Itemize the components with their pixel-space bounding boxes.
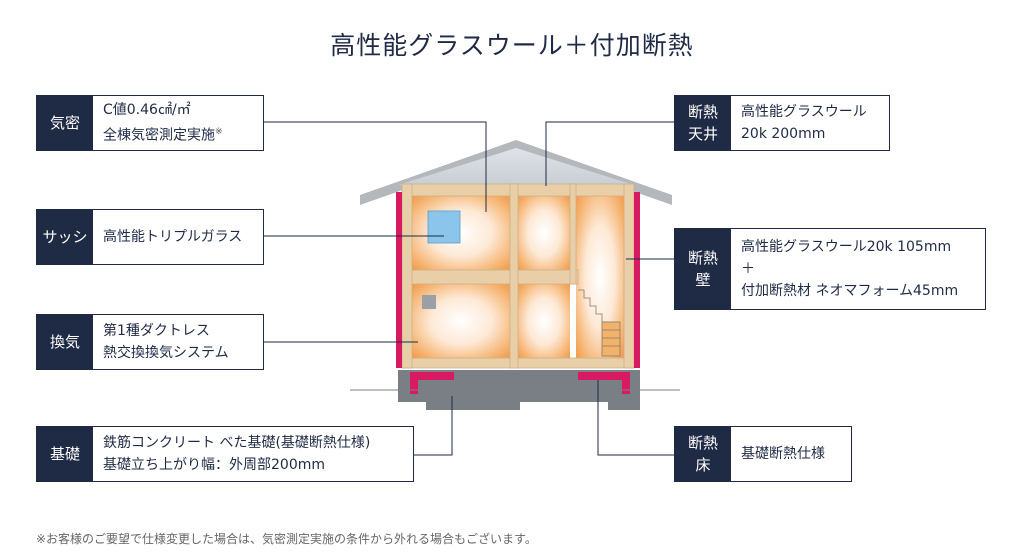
tag-ceiling-insulation: 断熱天井	[675, 96, 731, 150]
footnote: ※お客様のご要望で仕様変更した場合は、気密測定実施の条件から外れる場合もございま…	[36, 532, 537, 546]
tag-foundation: 基礎	[37, 427, 93, 481]
tag-airtightness: 気密	[37, 96, 93, 150]
note-mark: ※	[215, 127, 223, 138]
airtightness-c-value: C値0.46㎠/㎡	[103, 102, 191, 119]
label-ceiling-insulation: 断熱天井 高性能グラスウール 20k 200mm	[674, 95, 890, 151]
label-airtightness: 気密 C値0.46㎠/㎡ 全棟気密測定実施※	[36, 95, 264, 151]
roof	[360, 140, 672, 205]
ventilation-spec-1: 第1種ダクトレス	[103, 323, 210, 339]
wall-spec-2: 付加断熱材 ネオマフォーム45mm	[741, 283, 959, 299]
sash-spec: 高性能トリプルガラス	[103, 229, 243, 245]
wall-spec-1: 高性能グラスウール20k 105mm	[741, 239, 952, 255]
window-triple-glass	[427, 210, 461, 244]
stairs	[578, 289, 621, 357]
tag-floor-insulation: 断熱床	[675, 427, 731, 481]
label-sash: サッシ 高性能トリプルガラス	[36, 209, 264, 265]
label-wall-insulation: 断熱壁 高性能グラスウール20k 105mm ＋ 付加断熱材 ネオマフォーム45…	[674, 228, 986, 310]
floor-spec: 基礎断熱仕様	[741, 446, 825, 462]
ventilation-vent	[422, 295, 436, 309]
foundation-spec-1: 鉄筋コンクリート べた基礎(基礎断熱仕様)	[103, 435, 371, 451]
label-ventilation: 換気 第1種ダクトレス 熱交換換気システム	[36, 314, 264, 370]
label-floor-insulation: 断熱床 基礎断熱仕様	[674, 426, 852, 482]
tag-wall-insulation: 断熱壁	[675, 229, 731, 309]
foundation	[350, 370, 680, 410]
tag-ventilation: 換気	[37, 315, 93, 369]
wooden-frame	[401, 183, 635, 369]
ventilation-spec-2: 熱交換換気システム	[103, 345, 229, 361]
ceiling-spec-1: 高性能グラスウール	[741, 104, 867, 120]
exterior-insulation	[396, 192, 640, 368]
foundation-spec-2: 基礎立ち上がり幅：外周部200mm	[103, 457, 325, 473]
leader-lines	[264, 121, 674, 456]
wall-spec-plus: ＋	[741, 261, 755, 277]
page-title: 高性能グラスウール＋付加断熱	[330, 31, 694, 60]
ceiling-spec-2: 20k 200mm	[741, 126, 826, 142]
label-foundation: 基礎 鉄筋コンクリート べた基礎(基礎断熱仕様) 基礎立ち上がり幅：外周部200…	[36, 426, 414, 482]
tag-sash: サッシ	[37, 210, 93, 264]
airtightness-test: 全棟気密測定実施	[103, 127, 215, 144]
